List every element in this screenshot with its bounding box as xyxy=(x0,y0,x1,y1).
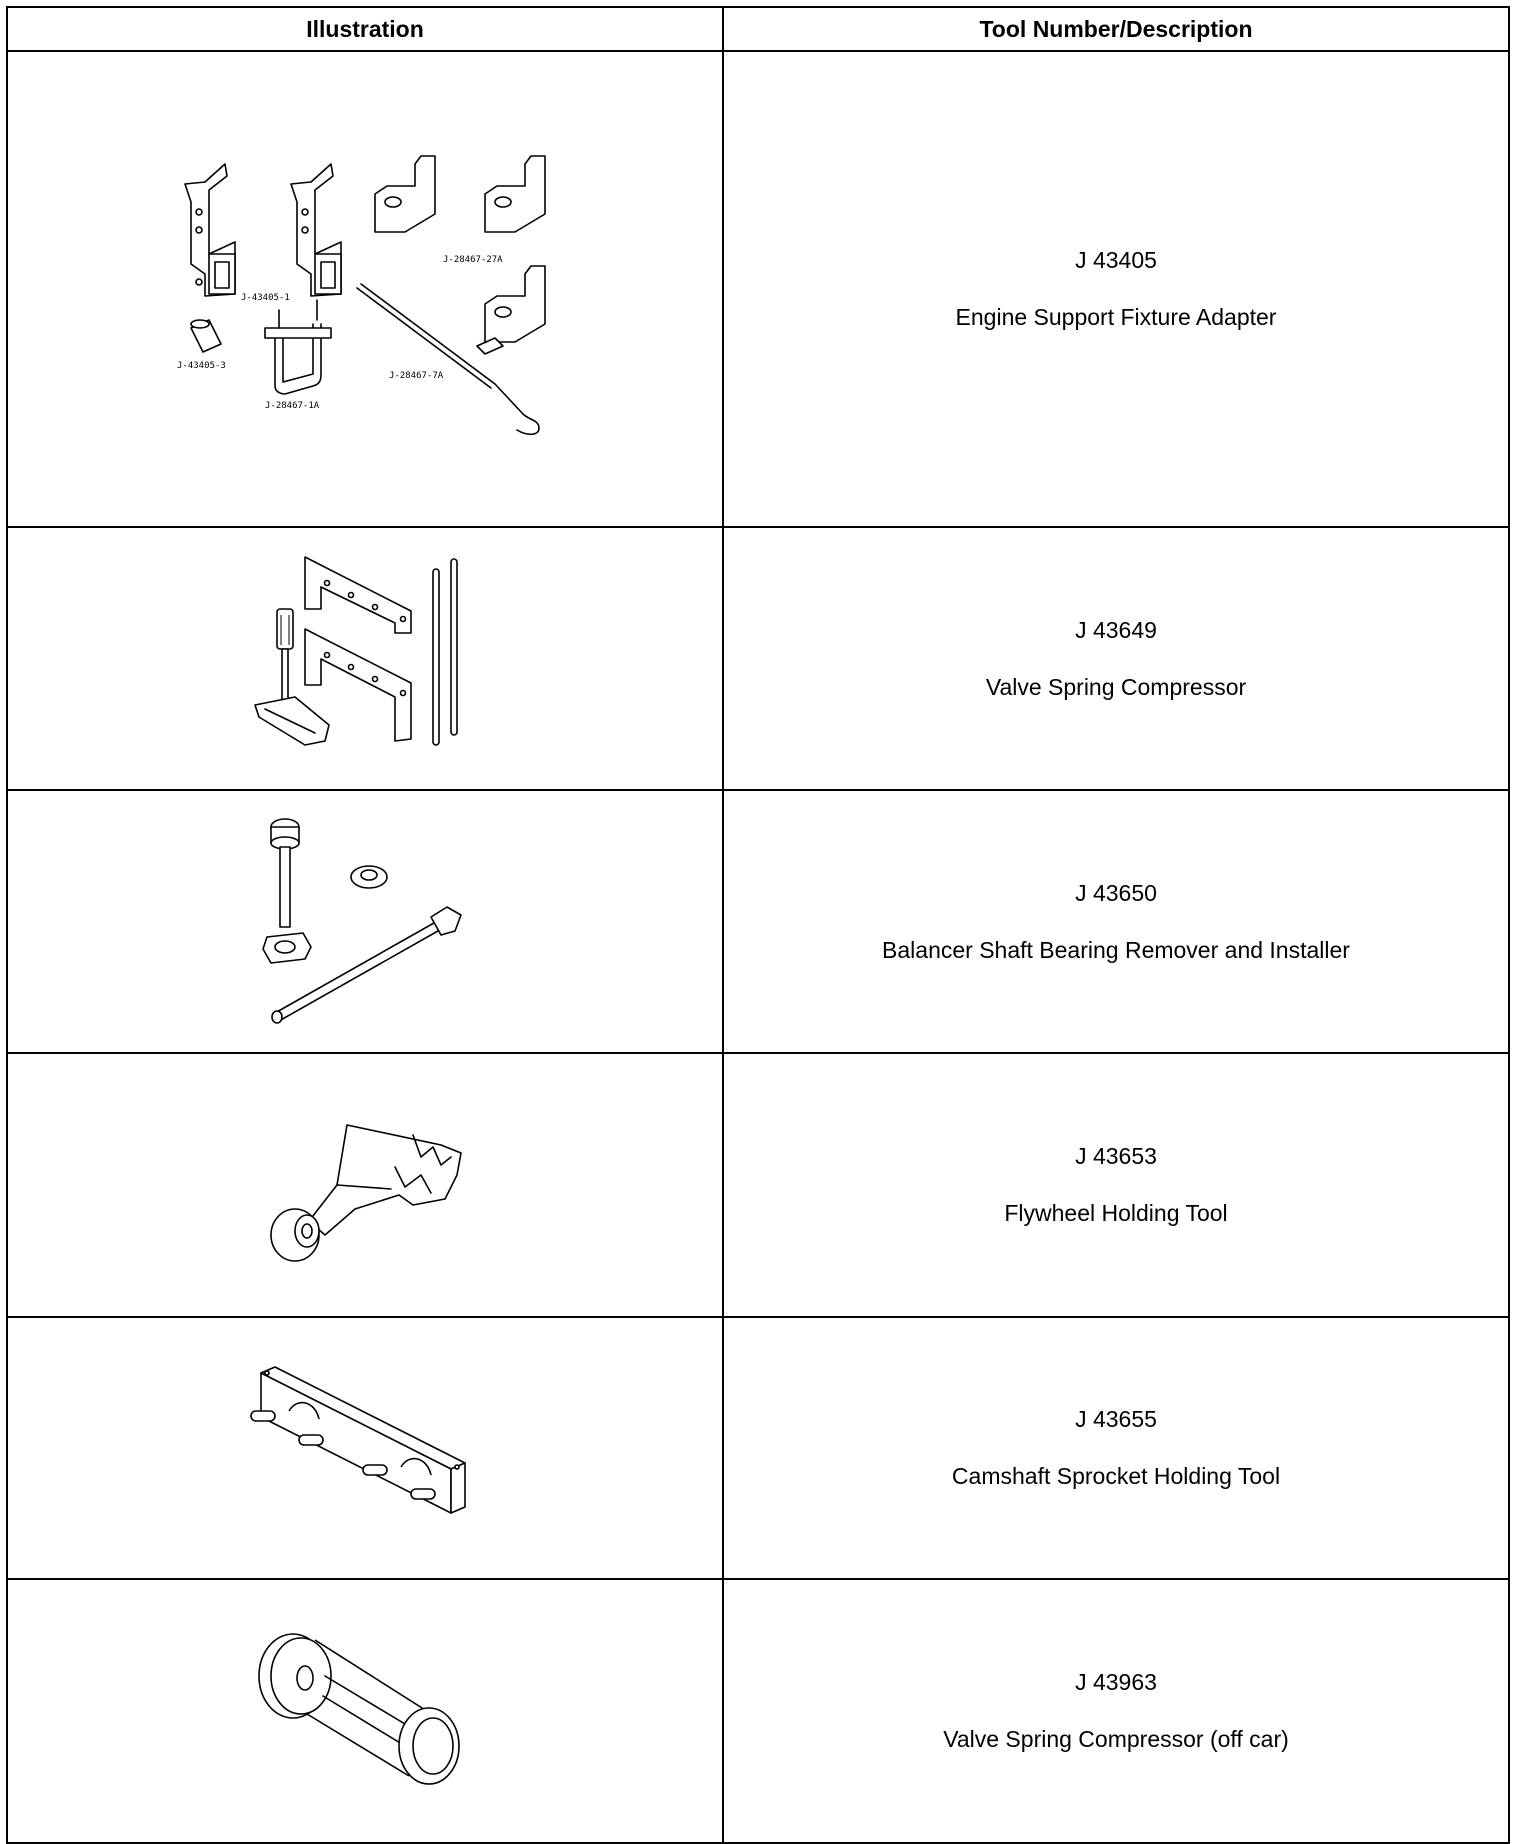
tool-description: Valve Spring Compressor xyxy=(985,673,1247,700)
part-label-4: J-28467-1A xyxy=(265,401,320,411)
flywheel-holder-boss xyxy=(270,1208,320,1262)
description-cell: J 43653 Flywheel Holding Tool xyxy=(722,1052,1510,1318)
illustration-cell xyxy=(6,789,724,1054)
tool-description: Flywheel Holding Tool xyxy=(1004,1200,1228,1226)
adapter-bracket-1 xyxy=(184,163,236,297)
table-row: J-43405-1 J-28467-27A xyxy=(6,50,1510,528)
tool-description: Valve Spring Compressor (off car) xyxy=(943,1726,1289,1752)
illustration-cell xyxy=(6,526,724,791)
table-row: J 43650 Balancer Shaft Bearing Remover a… xyxy=(6,789,1510,1054)
illustration-cell xyxy=(6,1578,724,1844)
hook-block-1 xyxy=(374,155,436,233)
guide-rods xyxy=(432,557,458,746)
frame-plate-2 xyxy=(304,627,412,742)
illustration-cell xyxy=(6,1052,724,1318)
illustration-cell: J-43405-1 J-28467-27A xyxy=(6,50,724,528)
illustration-cell xyxy=(6,1316,724,1580)
part-label-1: J-43405-1 xyxy=(241,293,290,303)
tool-description: Engine Support Fixture Adapter xyxy=(955,304,1277,330)
compressor-cage xyxy=(258,1633,460,1785)
off-car-valve-spring-compressor-illustration xyxy=(258,1633,460,1785)
threaded-rod-hook xyxy=(356,283,540,436)
table-row: J 43655 Camshaft Sprocket Holding Tool xyxy=(6,1316,1510,1580)
tool-number: J 43963 xyxy=(1075,1669,1157,1695)
bearing-ring xyxy=(350,864,388,889)
header-illustration: Illustration xyxy=(6,6,724,52)
flywheel-holder-arm xyxy=(308,1124,462,1236)
description-cell: J 43649 Valve Spring Compressor xyxy=(722,526,1510,791)
remover-installer-shaft xyxy=(262,817,312,964)
description-cell: J 43650 Balancer Shaft Bearing Remover a… xyxy=(722,789,1510,1054)
table-row: J 43963 Valve Spring Compressor (off car… xyxy=(6,1578,1510,1844)
hook-block-2 xyxy=(484,155,546,233)
table-row: J 43653 Flywheel Holding Tool xyxy=(6,1052,1510,1318)
balancer-shaft-bearing-tool-illustration xyxy=(262,817,462,1024)
tool-number: J 43649 xyxy=(1075,616,1157,643)
part-label-5: J-28467-7A xyxy=(389,371,444,381)
adapter-bracket-2 xyxy=(290,163,342,297)
description-cell: J 43405 Engine Support Fixture Adapter xyxy=(722,50,1510,528)
engine-support-fixture-adapter-illustration: J-43405-1 J-28467-27A xyxy=(177,155,546,436)
special-tools-table: Illustration Tool Number/Description xyxy=(6,6,1510,1844)
frame-plate-1 xyxy=(304,555,412,634)
tool-description: Camshaft Sprocket Holding Tool xyxy=(951,1463,1281,1489)
valve-spring-compressor-illustration xyxy=(254,555,458,746)
tool-number: J 43405 xyxy=(1075,247,1157,273)
pin-part xyxy=(190,319,222,353)
sprocket-pins xyxy=(250,1401,436,1500)
part-label-3: J-43405-3 xyxy=(177,361,226,371)
hook-block-3 xyxy=(484,265,546,343)
flywheel-holding-tool-illustration xyxy=(270,1124,462,1262)
u-bolt-part xyxy=(264,299,332,395)
header-tool-number-description: Tool Number/Description xyxy=(722,6,1510,52)
part-label-2: J-28467-27A xyxy=(443,255,503,265)
tool-description: Balancer Shaft Bearing Remover and Insta… xyxy=(882,936,1350,963)
handle-bar xyxy=(271,905,462,1024)
camshaft-sprocket-holding-tool-illustration xyxy=(250,1366,466,1514)
compressor-screw xyxy=(254,607,330,746)
tool-number: J 43653 xyxy=(1075,1143,1157,1169)
tool-number: J 43650 xyxy=(1075,879,1157,906)
table-row: J 43649 Valve Spring Compressor xyxy=(6,526,1510,791)
description-cell: J 43655 Camshaft Sprocket Holding Tool xyxy=(722,1316,1510,1580)
tool-number: J 43655 xyxy=(1075,1406,1157,1432)
table-header-row: Illustration Tool Number/Description xyxy=(6,6,1510,52)
description-cell: J 43963 Valve Spring Compressor (off car… xyxy=(722,1578,1510,1844)
